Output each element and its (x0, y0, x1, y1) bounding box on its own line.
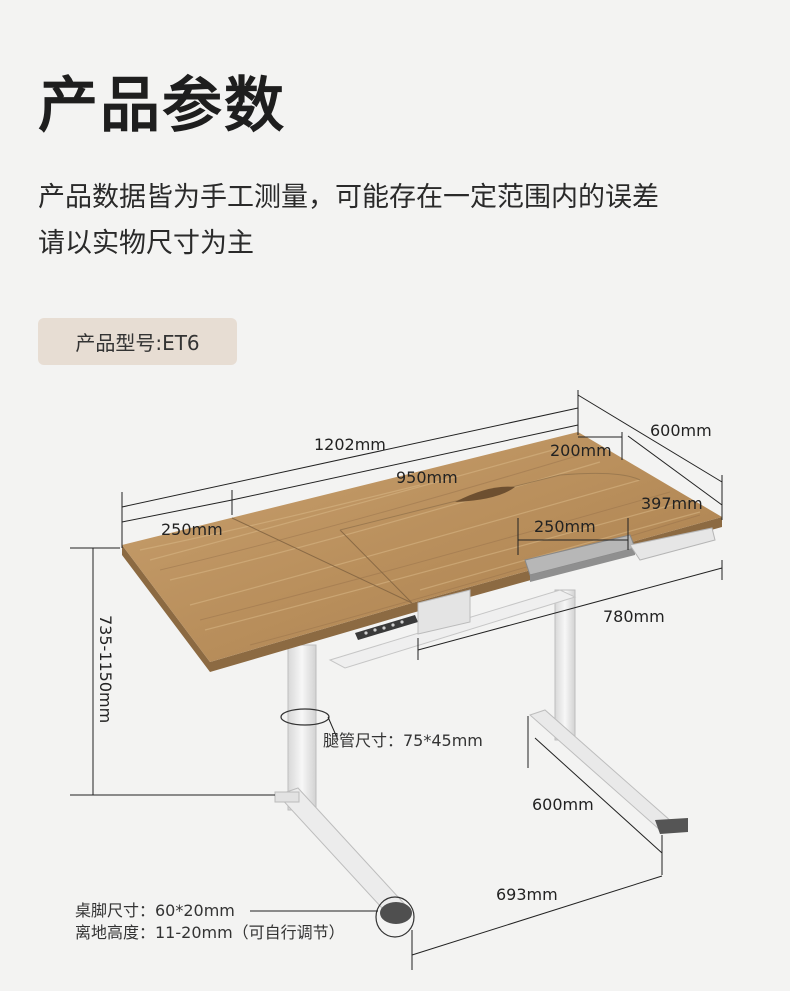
desk-top (122, 432, 722, 672)
dim-right-edge: 200mm (550, 441, 612, 460)
dim-depth: 600mm (650, 421, 712, 440)
dim-tray-width: 250mm (534, 517, 596, 536)
dim-total-width: 1202mm (314, 435, 386, 454)
dim-middle-width: 950mm (396, 468, 458, 487)
disclaimer-line-2: 请以实物尺寸为主 (38, 228, 254, 259)
dim-side-depth: 397mm (641, 494, 703, 513)
foot-size-note: 桌脚尺寸：60*20mm (75, 901, 235, 920)
disclaimer-text: 产品数据皆为手工测量，可能存在一定范围内的误差 请以实物尺寸为主 (38, 175, 659, 267)
model-badge: 产品型号:ET6 (38, 318, 237, 365)
desk-frame (274, 589, 688, 938)
dimension-lines (70, 390, 723, 970)
dim-frame-width: 780mm (603, 607, 665, 626)
dim-left-panel: 250mm (161, 520, 223, 539)
dim-foot-depth: 600mm (532, 795, 594, 814)
dim-height-range: 735-1150mm (96, 615, 115, 723)
page-title: 产品参数 (38, 71, 286, 141)
disclaimer-line-1: 产品数据皆为手工测量，可能存在一定范围内的误差 (38, 182, 659, 213)
leg-tube-note: 腿管尺寸：75*45mm (323, 731, 483, 750)
ground-clearance-note: 离地高度：11-20mm（可自行调节） (75, 923, 345, 942)
dim-foot-span: 693mm (496, 885, 558, 904)
